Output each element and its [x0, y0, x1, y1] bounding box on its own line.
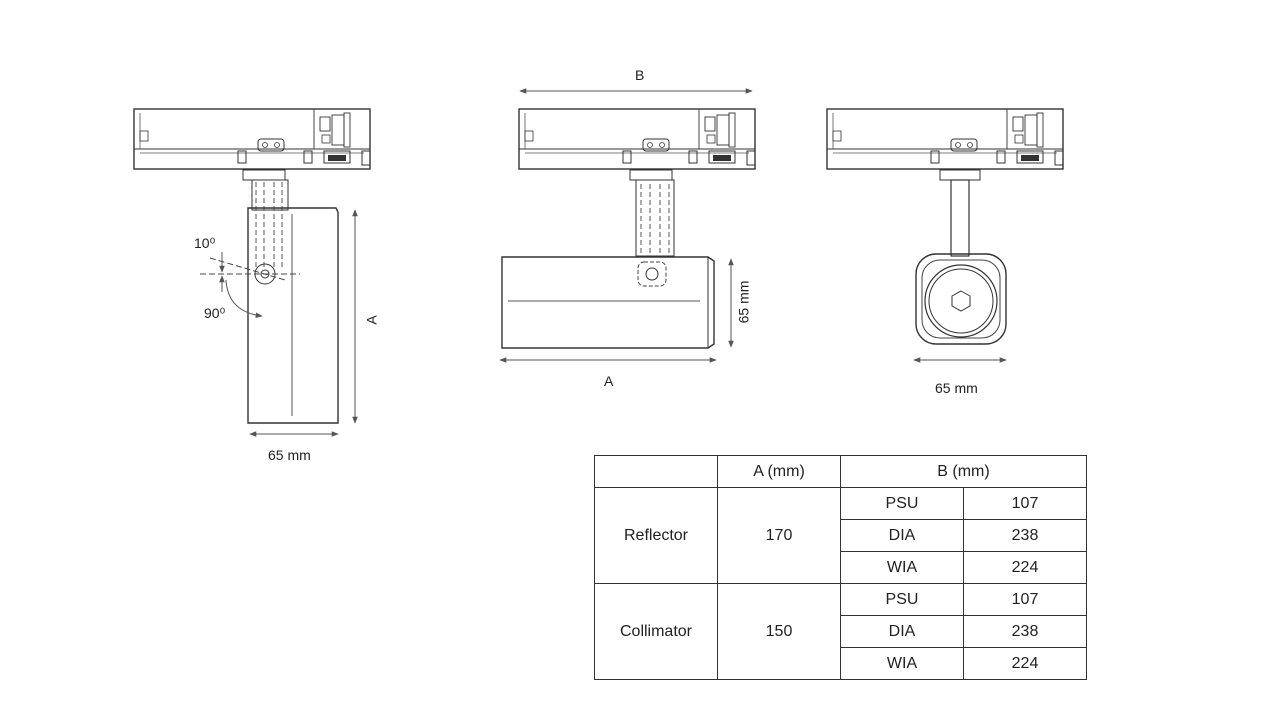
table-row: DIA 238 — [595, 519, 1087, 552]
side-width-label: 65 mm — [268, 447, 311, 463]
front-width-label: A — [604, 373, 614, 389]
group-a-cell: 170 — [717, 487, 841, 584]
angle-90-label: 90⁰ — [204, 305, 226, 321]
header-cell-a: A (mm) — [717, 455, 841, 488]
end-view — [826, 108, 1064, 363]
group-a-cell: 150 — [717, 583, 841, 680]
type-cell: DIA — [840, 519, 964, 552]
b-value-cell: 238 — [963, 519, 1087, 552]
type-cell: DIA — [840, 615, 964, 648]
angle-10-label: 10⁰ — [194, 235, 216, 251]
front-view — [499, 88, 756, 363]
b-value-cell: 224 — [963, 551, 1087, 584]
front-height-label: 65 mm — [735, 280, 752, 324]
table-row: WIA 224 — [595, 647, 1087, 680]
dimensions-table: A (mm) B (mm) Reflector 170 PSU 107 DIA … — [594, 455, 1087, 680]
end-width-label: 65 mm — [935, 380, 978, 396]
table-row: Reflector 170 PSU 107 — [594, 487, 1087, 584]
side-height-label: A — [363, 315, 380, 325]
type-cell: PSU — [840, 583, 964, 616]
header-cell-empty — [594, 455, 718, 488]
b-value-cell: 107 — [963, 487, 1087, 520]
table-row: Collimator 150 PSU 107 — [594, 583, 1087, 680]
table-header-row: A (mm) B (mm) — [594, 455, 1087, 488]
group-name-cell: Reflector — [594, 487, 718, 584]
b-value-cell: 224 — [963, 647, 1087, 680]
group-name-cell: Collimator — [594, 583, 718, 680]
type-cell: WIA — [840, 647, 964, 680]
header-cell-b: B (mm) — [840, 455, 1087, 488]
b-value-cell: 238 — [963, 615, 1087, 648]
table-row: WIA 224 — [595, 551, 1087, 584]
type-cell: PSU — [840, 487, 964, 520]
b-value-cell: 107 — [963, 583, 1087, 616]
type-cell: WIA — [840, 551, 964, 584]
front-length-label: B — [635, 67, 645, 83]
side-view — [133, 108, 371, 437]
